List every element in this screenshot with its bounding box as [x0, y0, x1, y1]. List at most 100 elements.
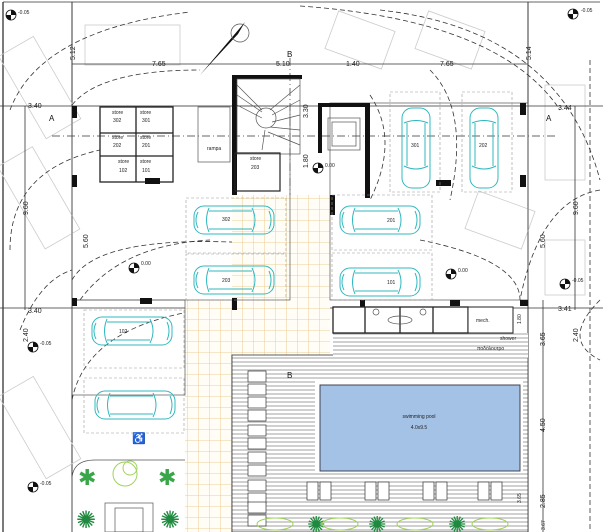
store-102: store 102	[118, 159, 129, 174]
parking-203: 203	[185, 253, 287, 301]
svg-text:✱: ✱	[78, 465, 96, 490]
svg-text:203: 203	[251, 165, 260, 171]
store-302: store 302	[112, 110, 123, 124]
svg-text:5.60: 5.60	[83, 234, 90, 248]
svg-text:store: store	[250, 156, 261, 162]
mech-room-label: mech.	[476, 318, 490, 324]
svg-text:-0.05: -0.05	[40, 481, 52, 487]
svg-text:203: 203	[222, 278, 231, 284]
svg-text:0.00: 0.00	[141, 261, 151, 267]
svg-text:✺: ✺	[307, 512, 325, 532]
svg-text:301: 301	[411, 143, 420, 149]
wheelchair-icon: ♿	[132, 432, 146, 445]
parking-302: 302	[185, 197, 287, 254]
svg-text:102: 102	[119, 329, 128, 335]
dimension-labels: 7.65 5.10 1.40 7.65 3.40 3.44 3.40 3.41 …	[23, 46, 580, 530]
pool-title: swimming pool	[402, 414, 435, 420]
svg-text:store: store	[140, 110, 151, 116]
svg-text:1.80: 1.80	[517, 314, 523, 324]
svg-text:5.10: 5.10	[276, 61, 290, 68]
section-mark-a-right: A	[546, 114, 552, 123]
svg-text:302: 302	[222, 217, 231, 223]
svg-text:101: 101	[387, 280, 396, 286]
footbath-label: ποδόλουτρο	[477, 345, 504, 352]
elevation-marker: -0.05	[5, 9, 30, 21]
svg-text:✺: ✺	[160, 507, 180, 532]
svg-text:5.14: 5.14	[526, 46, 533, 60]
store-202: store 202	[112, 135, 123, 149]
wc-mech-block	[332, 306, 514, 334]
parking-101: 101	[331, 252, 433, 301]
swimming-pool: swimming pool 4.0x9.5	[315, 380, 523, 473]
svg-text:store: store	[112, 135, 123, 141]
walkway-tiles-left	[185, 300, 232, 532]
svg-text:-0.05: -0.05	[581, 8, 593, 14]
deck-upper-right	[333, 333, 528, 358]
svg-text:301: 301	[142, 118, 151, 124]
svg-text:store: store	[140, 135, 151, 141]
svg-text:102: 102	[119, 168, 128, 174]
svg-text:store: store	[112, 110, 123, 116]
svg-text:3.67: 3.67	[541, 520, 547, 530]
store-rooms	[99, 106, 281, 192]
staircase	[236, 78, 301, 155]
walkway-tiles-center	[290, 195, 330, 355]
svg-text:5.60: 5.60	[540, 234, 547, 248]
building-walls	[71, 75, 529, 396]
elevation-marker: 0.00	[128, 261, 151, 274]
elevation-marker: -0.05	[27, 341, 52, 353]
elevation-marker: -0.05	[567, 8, 593, 20]
svg-text:9.60: 9.60	[23, 201, 30, 215]
svg-text:302: 302	[113, 118, 122, 124]
parking-301: 301	[389, 91, 441, 193]
svg-text:202: 202	[479, 143, 488, 149]
svg-text:201: 201	[387, 218, 396, 224]
svg-text:2.40: 2.40	[573, 328, 580, 342]
svg-text:201: 201	[142, 143, 151, 149]
svg-text:2.85: 2.85	[540, 494, 547, 508]
svg-text:5.12: 5.12	[70, 46, 77, 60]
svg-text:3.30: 3.30	[303, 104, 310, 118]
elevator-core	[327, 117, 361, 151]
section-mark-a-left: A	[49, 114, 55, 123]
svg-text:store: store	[118, 159, 129, 165]
ramp-label: rampa	[207, 146, 221, 152]
elevation-marker: -0.05	[27, 481, 52, 493]
parking-202: 202	[461, 91, 513, 193]
svg-text:store: store	[140, 159, 151, 165]
svg-text:3.41: 3.41	[558, 306, 572, 313]
svg-text:✺: ✺	[448, 512, 466, 532]
svg-text:202: 202	[113, 143, 122, 149]
svg-text:1.80: 1.80	[303, 154, 310, 168]
svg-text:7.65: 7.65	[152, 61, 166, 68]
svg-text:3.40: 3.40	[28, 103, 42, 110]
elevation-marker: 0.00	[445, 268, 468, 280]
svg-text:✱: ✱	[158, 465, 176, 490]
svg-text:4.50: 4.50	[540, 418, 547, 432]
pool-size: 4.0x9.5	[411, 425, 428, 431]
section-mark-b-top: B	[287, 50, 292, 59]
planting: ✱ ✱ ✺ ✺ ✺ ✺ ✺	[71, 459, 509, 532]
elevation-marker: -0.05	[559, 278, 584, 290]
svg-text:101: 101	[142, 168, 151, 174]
parking-accessible	[83, 377, 185, 434]
store-301: store 301	[140, 110, 151, 124]
svg-text:9.60: 9.60	[573, 201, 580, 215]
svg-text:1.40: 1.40	[346, 61, 360, 68]
store-101: store 101	[140, 159, 151, 174]
svg-text:7.65: 7.65	[440, 61, 454, 68]
svg-text:-0.05: -0.05	[572, 278, 584, 284]
elevation-marker: 0.00	[312, 162, 335, 174]
store-201: store 201	[140, 135, 151, 149]
svg-text:✺: ✺	[76, 507, 96, 532]
svg-text:2.40: 2.40	[23, 328, 30, 342]
svg-text:✺: ✺	[368, 512, 386, 532]
north-arrow-icon	[200, 22, 250, 75]
parking-201: 201	[331, 194, 433, 251]
svg-text:3.44: 3.44	[558, 105, 572, 112]
svg-text:3.65: 3.65	[517, 493, 523, 503]
store-203: store 203	[250, 156, 261, 171]
ghost-turning-cars	[0, 10, 586, 480]
section-mark-b-bottom: B	[287, 371, 292, 380]
